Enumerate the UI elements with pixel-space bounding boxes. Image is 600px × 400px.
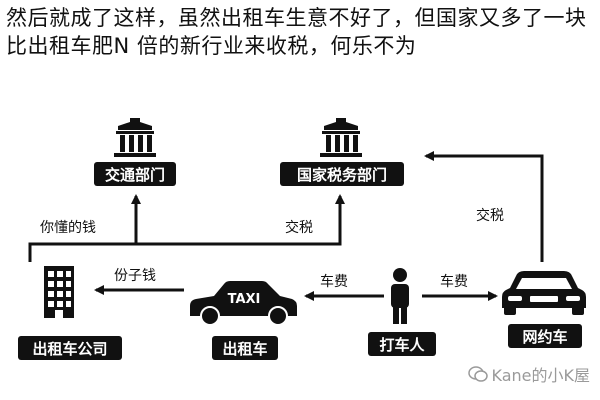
taxi-label: 出租车 bbox=[222, 340, 267, 358]
government-building-icon bbox=[114, 118, 156, 157]
ride-hailing-car-icon bbox=[502, 271, 586, 315]
node-taxi: 出租车 bbox=[212, 336, 278, 360]
flow-label-taxi-to-tax: 交税 bbox=[285, 219, 313, 236]
ride-hailing-label: 网约车 bbox=[522, 328, 567, 346]
flow-label-taxi-to-company: 份子钱 bbox=[114, 268, 156, 284]
office-building-icon bbox=[44, 266, 74, 318]
node-ride-hailing: 网约车 bbox=[508, 324, 582, 348]
watermark: Kane的小K屋 bbox=[467, 362, 591, 386]
arrow-ride-to-tax bbox=[424, 151, 544, 262]
tax-dept-label: 国家税务部门 bbox=[297, 166, 387, 184]
taxi-sign-text: TAXI bbox=[228, 292, 261, 307]
person-icon bbox=[391, 268, 409, 324]
node-taxi-company: 出租车公司 bbox=[18, 336, 122, 360]
flow-label-company-to-traffic: 你懂的钱 bbox=[40, 220, 96, 236]
taxi-company-label: 出租车公司 bbox=[32, 340, 107, 358]
passenger-label: 打车人 bbox=[379, 336, 425, 354]
node-passenger: 打车人 bbox=[368, 332, 436, 356]
government-building-icon bbox=[320, 118, 362, 157]
traffic-dept-label: 交通部门 bbox=[105, 166, 165, 184]
node-tax-dept: 国家税务部门 bbox=[280, 162, 404, 186]
flow-label-passenger-to-ride: 车费 bbox=[440, 273, 468, 290]
taxi-car-icon: TAXI bbox=[190, 281, 297, 326]
watermark-text: Kane的小K屋 bbox=[491, 366, 591, 385]
wechat-icon bbox=[467, 366, 488, 382]
node-traffic-dept: 交通部门 bbox=[94, 162, 176, 186]
flow-label-passenger-to-taxi: 车费 bbox=[320, 273, 348, 290]
flow-label-ride-to-tax: 交税 bbox=[476, 207, 504, 224]
arrow-company-to-traffic bbox=[28, 194, 141, 262]
arrow-taxi-to-tax bbox=[136, 194, 345, 246]
headline-text: 然后就成了这样，虽然出租车生意不好了，但国家又多了一块比出租车肥N 倍的新行业来… bbox=[6, 6, 587, 58]
